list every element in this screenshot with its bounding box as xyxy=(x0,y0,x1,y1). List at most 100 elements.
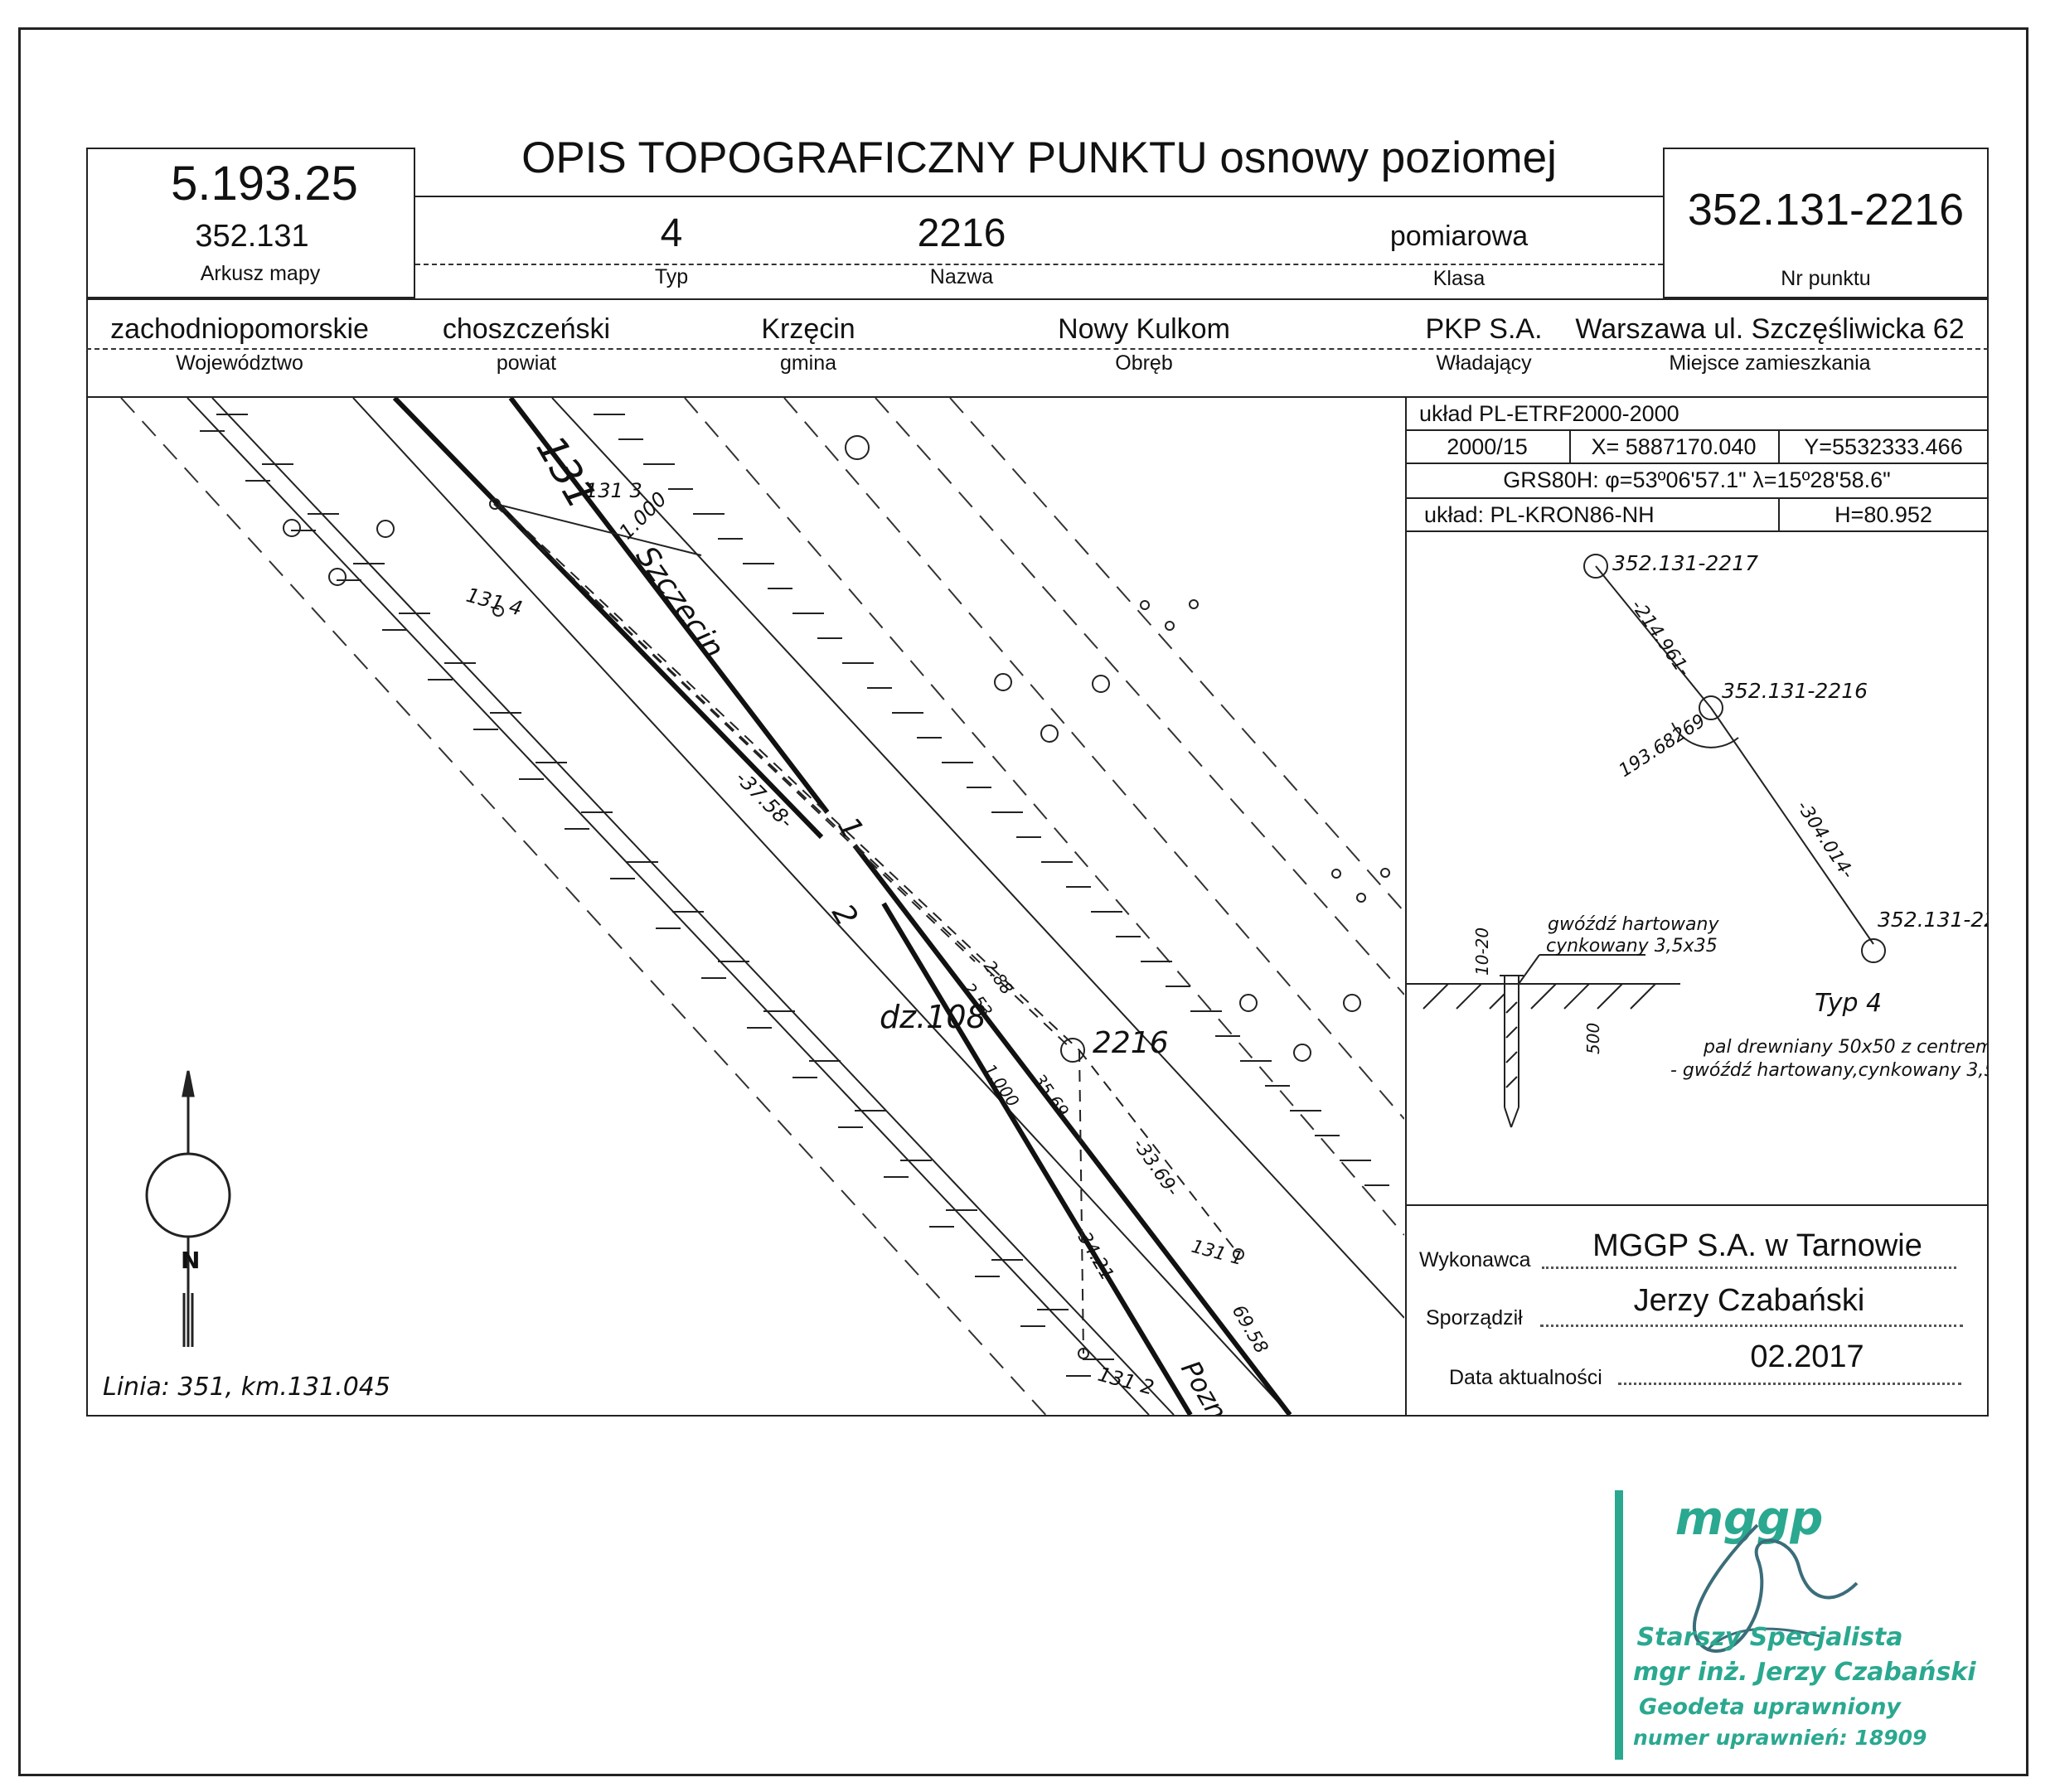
sketch-label-2216: 352.131-2216 xyxy=(1722,679,1868,703)
bush-1 xyxy=(1140,600,1150,610)
sketch-line-b xyxy=(1710,707,1874,945)
label-3569: 35.69 xyxy=(1030,1070,1074,1121)
tree-6 xyxy=(1040,724,1059,743)
stamp-line-2: mgr inż. Jerzy Czabański xyxy=(1633,1658,1976,1687)
label-131-2: 131 2 xyxy=(1095,1363,1156,1400)
rail-track-2a xyxy=(392,398,824,840)
dash-line-2 xyxy=(875,398,1404,995)
sheet-frame xyxy=(18,27,2028,1776)
tie-line-1 xyxy=(493,503,1074,1051)
location-sketch: Szczecin 131 131 3 131 4 1.000 -37.58- 2… xyxy=(103,398,1404,1415)
rail-track-2b xyxy=(881,902,1193,1415)
sporzadzil-label: Sporządził xyxy=(1426,1306,1523,1329)
admin-wojewodztwo: zachodniopomorskie xyxy=(110,313,369,345)
tree-1 xyxy=(283,519,301,537)
sketch-typ: Typ 4 xyxy=(1815,989,1882,1018)
coords-rule-1 xyxy=(1405,429,1989,431)
nazwa-value: 2216 xyxy=(917,211,1006,255)
embankment-line-4 xyxy=(551,398,1404,1319)
typ-value: 4 xyxy=(660,211,683,255)
admin-obreb-label: Obręb xyxy=(1115,351,1173,375)
bush-2 xyxy=(1189,599,1199,609)
sketch-line-a xyxy=(1595,565,1712,709)
coord-system: układ PL-ETRF2000-2000 xyxy=(1419,401,1679,426)
nazwa-label: Nazwa xyxy=(929,265,994,288)
sporzadzil-value: Jerzy Czabański xyxy=(1633,1283,1865,1318)
dash-line-1 xyxy=(120,398,1047,1415)
dash-line-4 xyxy=(783,398,1404,1120)
admin-rule xyxy=(86,396,1989,398)
label-track-1: 1 xyxy=(831,811,870,845)
north-arrow xyxy=(145,1070,231,1347)
coords-rule-2 xyxy=(1405,463,1989,464)
nail-label-1: gwóźdź hartowany xyxy=(1548,914,1719,935)
sketch-dist-1: -214.961- xyxy=(1626,596,1694,680)
page-title: OPIS TOPOGRAFICZNY PUNKTU osnowy poziome… xyxy=(521,133,1557,182)
label-3421: -34.21- xyxy=(1070,1223,1121,1291)
sketch-point-2217 xyxy=(1583,554,1608,579)
label-line: Linia: 351, km.131.045 xyxy=(103,1373,390,1402)
embankment-line-1 xyxy=(187,398,1150,1415)
sketch-desc-2: - gwóźdź hartowany,cynkowany 3,5x35 xyxy=(1670,1060,1987,1081)
sketch-label-2215: 352.131-2215 xyxy=(1878,908,1987,932)
admin-gmina: Krzęcin xyxy=(761,313,855,345)
north-circle xyxy=(145,1152,231,1238)
point-box xyxy=(1663,148,1989,298)
sporzadzil-dots xyxy=(1540,1325,1963,1327)
sketch-point-2215 xyxy=(1861,938,1886,963)
main-box xyxy=(86,298,1989,1417)
bush-3 xyxy=(1165,621,1175,631)
tree-9 xyxy=(1293,1044,1311,1062)
coords-vline-2 xyxy=(1778,429,1780,463)
sheet-label: Arkusz mapy xyxy=(200,262,321,285)
track-offset-131-3 xyxy=(502,505,702,556)
nail-label-2: cynkowany 3,5x35 xyxy=(1546,936,1718,957)
coord-h: H=80.952 xyxy=(1834,502,1932,527)
map-point-131-1 xyxy=(1233,1248,1244,1260)
tree-7 xyxy=(1239,994,1258,1012)
label-track-2: 2 xyxy=(825,898,864,932)
wykonawca-label: Wykonawca xyxy=(1419,1248,1531,1271)
coord-y: Y=5532333.466 xyxy=(1804,434,1963,459)
data-label: Data aktualności xyxy=(1449,1366,1602,1389)
coords-vline-3 xyxy=(1778,497,1780,530)
tie-line-4 xyxy=(1078,1049,1239,1255)
stamp-bar xyxy=(1615,1490,1623,1760)
stamp: mggp Starszy Specjalista mgr inż. Jerzy … xyxy=(1608,1484,1976,1765)
signature-icon xyxy=(1692,1523,1859,1653)
map-point-131-3 xyxy=(489,498,501,510)
tie-line-3 xyxy=(1078,1049,1084,1354)
map-point-131-2 xyxy=(1078,1348,1089,1359)
admin-obreb: Nowy Kulkom xyxy=(1058,313,1230,345)
data-dots xyxy=(1618,1383,1961,1385)
map-point-131-4 xyxy=(492,605,504,617)
nail-leader-2 xyxy=(1518,954,1540,985)
nail-dim-2: 500 xyxy=(1583,1023,1603,1054)
rail-track-1b xyxy=(852,844,1292,1415)
title-rule xyxy=(415,196,1663,197)
credits-rule xyxy=(1405,1204,1989,1206)
data-value: 02.2017 xyxy=(1750,1339,1864,1374)
nail-tip-r xyxy=(1510,1107,1519,1128)
point-sketch: 352.131-2217 352.131-2216 352.131-2215 -… xyxy=(1407,551,1987,1128)
label-dz: dz.108 xyxy=(880,999,986,1035)
coords-rule-4 xyxy=(1405,530,1989,532)
sketch-angle: 193.68269 xyxy=(1616,710,1709,782)
point-number: 352.131-2216 xyxy=(1687,185,1965,235)
sketch-label-2217: 352.131-2217 xyxy=(1612,551,1758,575)
wykonawca-value: MGGP S.A. w Tarnowie xyxy=(1592,1228,1922,1263)
sheet-number: 5.193.25 xyxy=(171,157,358,211)
bush-5 xyxy=(1380,868,1390,878)
tree-2 xyxy=(376,520,395,538)
typ-label: Typ xyxy=(654,265,689,288)
north-label: N xyxy=(181,1247,200,1274)
map-divider xyxy=(1405,396,1407,1417)
rail-track-1a xyxy=(508,398,830,814)
admin-wojewodztwo-label: Województwo xyxy=(176,351,303,375)
dash-line-3 xyxy=(949,398,1404,913)
admin-miejsce: Warszawa ul. Szczęśliwicka 62 xyxy=(1575,313,1965,345)
hatch-right xyxy=(594,414,1389,1186)
label-6958: 69.58 xyxy=(1228,1302,1272,1358)
admin-powiat-label: powiat xyxy=(496,351,557,375)
coords-vline-1 xyxy=(1569,429,1571,463)
